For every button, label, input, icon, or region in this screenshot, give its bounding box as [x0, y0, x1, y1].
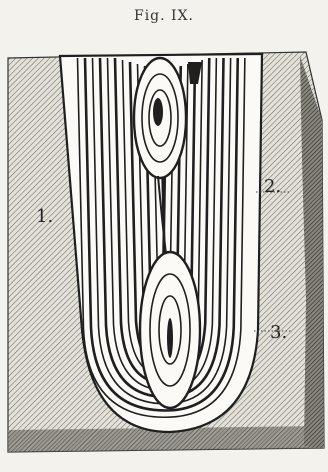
label-1: 1. [36, 206, 53, 227]
lower-cavity [167, 318, 173, 358]
upper-cavity [153, 98, 163, 126]
label-2: 2. [264, 176, 281, 197]
label-3: 3. [270, 322, 287, 343]
